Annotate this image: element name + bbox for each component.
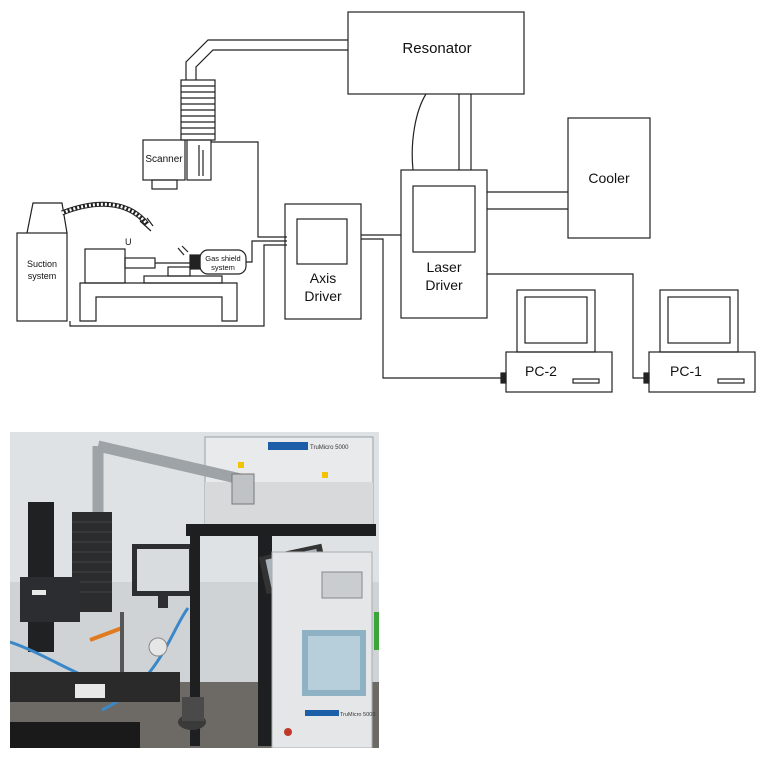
scanner-label: Scanner <box>145 154 183 165</box>
suction-unit-top <box>26 202 68 234</box>
gas-shield-label-line1: Gas shield <box>205 254 240 263</box>
work-table <box>10 672 180 748</box>
setup-photograph: TruMicro 5000 TruMicro 5000 <box>10 432 379 748</box>
green-indicator <box>374 612 379 650</box>
axis-driver-box <box>284 203 362 320</box>
laser-driver-cabinet: TruMicro 5000 <box>271 551 375 748</box>
laser-driver-label-line1: Laser <box>426 259 461 275</box>
work-stage <box>79 245 238 322</box>
stage-axis-cable <box>69 244 287 327</box>
pc1-computer <box>643 289 756 393</box>
cooler-box <box>567 117 651 239</box>
resonator-laser-cable-left <box>411 93 427 171</box>
axis-driver-label-line2: Driver <box>304 288 342 304</box>
pc1-label: PC-1 <box>670 363 702 379</box>
beam-delivery-pipe <box>185 39 348 80</box>
suction-hose <box>61 201 154 232</box>
gas-axis-cable <box>246 240 287 263</box>
cooler-label: Cooler <box>588 170 630 186</box>
laser-housing-brand: TruMicro 5000 <box>310 445 349 451</box>
bellows <box>180 79 216 141</box>
laser-cooler-pipes <box>487 191 568 210</box>
laser-housing: TruMicro 5000 <box>204 436 374 528</box>
suction-label-line2: system <box>28 271 57 281</box>
u-mark: U <box>125 237 132 247</box>
experimental-setup-schematic: Resonator Scanner Suction system <box>16 11 756 393</box>
monitor <box>132 544 194 608</box>
axis-driver-screen <box>296 218 348 265</box>
laser-driver-box <box>400 169 488 319</box>
scanner <box>142 139 212 190</box>
axis-pc2-cable <box>361 238 506 379</box>
beam-arm <box>96 440 247 486</box>
orange-handle <box>89 626 123 642</box>
suction-label-line1: Suction <box>27 259 57 269</box>
scanner-axis-cable <box>211 141 287 238</box>
scanner-head <box>20 577 80 622</box>
resonator-label: Resonator <box>402 40 471 57</box>
axis-driver-label-line1: Axis <box>310 270 336 286</box>
laser-driver-label-line2: Driver <box>425 277 463 293</box>
gas-shield-label-line2: system <box>211 263 235 272</box>
laser-driver-screen <box>412 185 476 253</box>
laser-driver-brand: TruMicro 5000 <box>340 712 375 718</box>
resonator-laser-cable-right <box>458 94 472 170</box>
resonator-box <box>347 11 525 95</box>
pc2-computer <box>500 289 613 393</box>
suction-system-box <box>16 232 68 322</box>
laser-pc1-cable <box>487 273 648 379</box>
pc2-label: PC-2 <box>525 363 557 379</box>
